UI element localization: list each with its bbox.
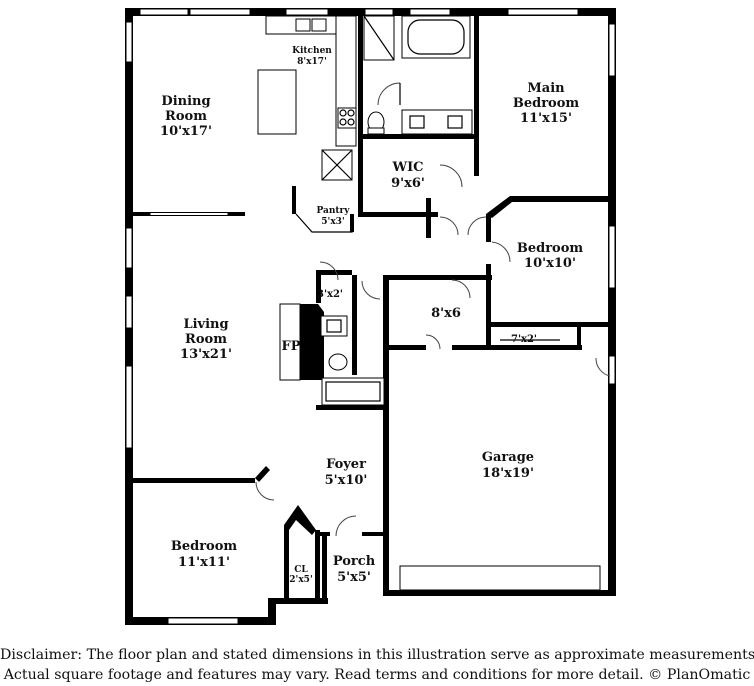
closet-cl-dims: 2'x5' (289, 575, 312, 585)
fireplace-hearth (279, 303, 301, 381)
dining-name-2: Room (165, 109, 207, 124)
fixtures (257, 15, 601, 591)
foyer-dims: 5'x10' (325, 473, 368, 488)
bedroom-west-name: Bedroom (171, 539, 238, 554)
closet-garage-dims: 7'x2' (511, 334, 537, 345)
main-bedroom-dims: 11'x15' (520, 111, 572, 126)
foyer-name: Foyer (326, 457, 366, 472)
pantry-name: Pantry (316, 206, 350, 216)
doors (255, 82, 611, 537)
disclaimer: Disclaimer: The floor plan and stated di… (0, 645, 754, 685)
floor-plan: Kitchen 8'x17' Dining Room 10'x17' Main … (125, 8, 616, 625)
wic-name: WIC (391, 160, 423, 175)
hall-toilet-icon (328, 353, 348, 371)
disclaimer-line-2: Actual square footage and features may v… (3, 667, 751, 683)
fireplace-label: FP (281, 339, 300, 354)
vanity-icon (401, 109, 473, 135)
garage-name: Garage (482, 450, 534, 465)
stove-icon (337, 107, 357, 129)
bathtub-icon (401, 15, 471, 59)
living-name-1: Living (183, 317, 228, 332)
bedroom-east-dims: 10'x10' (524, 256, 576, 271)
closet-cl-name: CL (294, 565, 308, 575)
kitchen-name: Kitchen (292, 46, 332, 56)
kitchen-island (257, 69, 297, 135)
living-dims: 13'x21' (180, 347, 232, 362)
main-bedroom-name-1: Main (527, 81, 565, 96)
closet-small-dims: 3'x2' (317, 289, 343, 300)
wic-dims: 9'x6' (391, 176, 425, 191)
dining-dims: 10'x17' (160, 124, 212, 139)
interior-walls (133, 16, 610, 604)
hall-sink-icon (320, 315, 348, 337)
kitchen-sink-icon (295, 18, 311, 32)
bedroom-west-dims: 11'x11' (178, 555, 230, 570)
room-labels: Kitchen 8'x17' Dining Room 10'x17' Main … (160, 46, 583, 585)
garage-door (399, 565, 601, 591)
porch-name: Porch (333, 554, 376, 569)
garage-dims: 18'x19' (482, 466, 534, 481)
dining-name-1: Dining (161, 94, 210, 109)
pantry-dims: 5'x3' (321, 217, 344, 227)
living-name-2: Room (185, 332, 227, 347)
kitchen-dims: 8'x17' (297, 57, 327, 67)
main-bedroom-name-2: Bedroom (513, 96, 580, 111)
bedroom-east-name: Bedroom (517, 241, 584, 256)
hall-room-dims: 8'x6 (431, 306, 461, 321)
porch-dims: 5'x5' (337, 570, 371, 585)
disclaimer-line-1: Disclaimer: The floor plan and stated di… (0, 647, 754, 663)
windows (125, 8, 616, 625)
